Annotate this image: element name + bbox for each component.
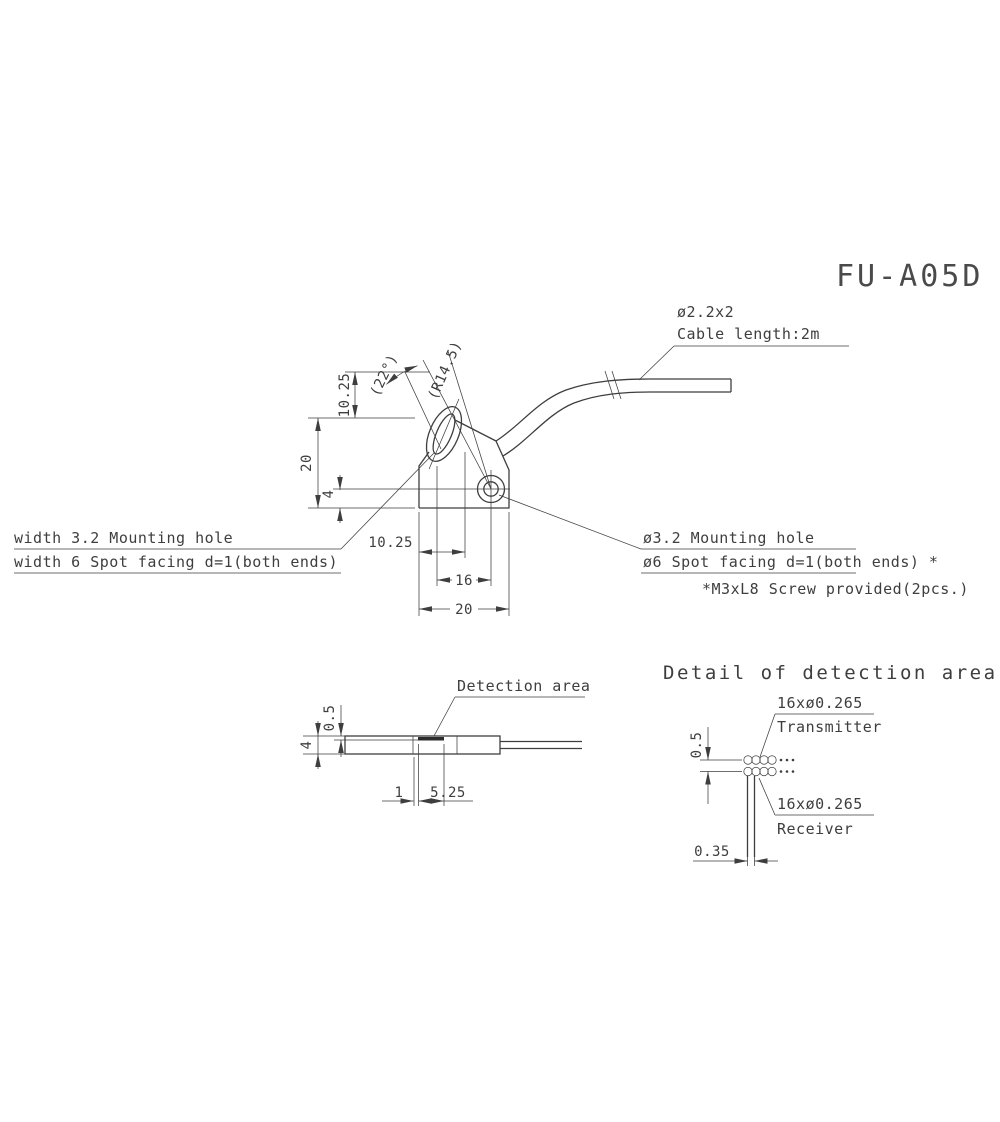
- top-view: (22°) (R14.5) 10.25 20 4 1: [14, 303, 969, 618]
- mounting-hole-round: [333, 470, 510, 586]
- detail-view-title: Detail of detection area: [663, 662, 998, 684]
- dim-side-4: [303, 721, 345, 769]
- dim-detail-0-35-text: 0.35: [694, 844, 730, 860]
- round-hole-callout-line2: ø6 Spot facing d=1(both ends) *: [643, 553, 938, 571]
- leader-line: [759, 713, 776, 758]
- cable-callout: ø2.2x2 Cable length:2m: [638, 303, 849, 381]
- dim-v-10-25-text: 10.25: [337, 373, 353, 418]
- screw-note: *M3xL8 Screw provided(2pcs.): [702, 580, 969, 598]
- leader-line: [340, 452, 435, 550]
- receiver-spec: 16xø0.265: [777, 795, 863, 813]
- slot-hole-callout-line2: width 6 Spot facing d=1(both ends): [14, 553, 338, 571]
- slot-hole-callout: width 3.2 Mounting hole width 6 Spot fac…: [14, 452, 435, 574]
- part-number-title: FU-A05D: [836, 259, 983, 294]
- fiber-stem-lines: [746, 776, 756, 857]
- receiver-callout: 16xø0.265 Receiver: [758, 777, 874, 838]
- receiver-label: Receiver: [777, 820, 853, 838]
- mounting-slot: [425, 398, 463, 470]
- cable-break-mark: [604, 370, 615, 400]
- detection-area-strip: [418, 737, 444, 741]
- dim-h-20-text: 20: [455, 602, 473, 618]
- transmitter-fiber-row: [743, 755, 795, 765]
- leader-line: [638, 345, 675, 381]
- dim-side-1-text: 1: [395, 785, 404, 801]
- detail-view: Detail of detection area: [663, 662, 998, 866]
- cable: [495, 370, 732, 457]
- transmitter-callout: 16xø0.265 Transmitter: [759, 694, 882, 758]
- transmitter-spec: 16xø0.265: [777, 694, 863, 712]
- dim-side-1-and-5-25: [382, 744, 473, 806]
- leader-line: [758, 777, 776, 816]
- dim-radius-r145: (R14.5): [425, 339, 465, 403]
- detection-area-callout: Detection area: [433, 677, 590, 737]
- extension-lines: [308, 371, 510, 616]
- dim-side-5-25-text: 5.25: [430, 785, 466, 801]
- dim-v-20-text: 20: [299, 454, 315, 472]
- dim-detail-0-5-text: 0.5: [689, 732, 705, 759]
- cable-length: Cable length:2m: [677, 325, 820, 343]
- round-hole-callout: ø3.2 Mounting hole ø6 Spot facing d=1(bo…: [498, 494, 938, 574]
- dim-detail-0-5: [700, 727, 742, 804]
- dim-detail-0-35: [693, 857, 778, 866]
- dim-h-10-25-text: 10.25: [368, 535, 413, 551]
- round-hole-callout-line1: ø3.2 Mounting hole: [643, 529, 815, 547]
- dim-angle-22: (22°): [367, 352, 401, 399]
- dim-side-0-5-text: 0.5: [322, 705, 338, 732]
- side-view: Detection area 4 0.5 1 5.2: [299, 677, 590, 806]
- reference-lines: [386, 350, 492, 490]
- cable-break-mark: [611, 370, 622, 400]
- dim-side-4-text: 4: [299, 741, 315, 750]
- leader-line: [433, 696, 456, 737]
- side-body: [334, 735, 582, 755]
- detection-area-label: Detection area: [457, 677, 590, 695]
- cable-spec: ø2.2x2: [677, 303, 734, 321]
- dim-v-4-text: 4: [321, 490, 337, 499]
- leader-line: [498, 494, 642, 550]
- slot-hole-callout-line1: width 3.2 Mounting hole: [14, 529, 233, 547]
- transmitter-label: Transmitter: [777, 718, 882, 736]
- receiver-fiber-row: [743, 766, 795, 777]
- dim-h-16-text: 16: [455, 573, 473, 589]
